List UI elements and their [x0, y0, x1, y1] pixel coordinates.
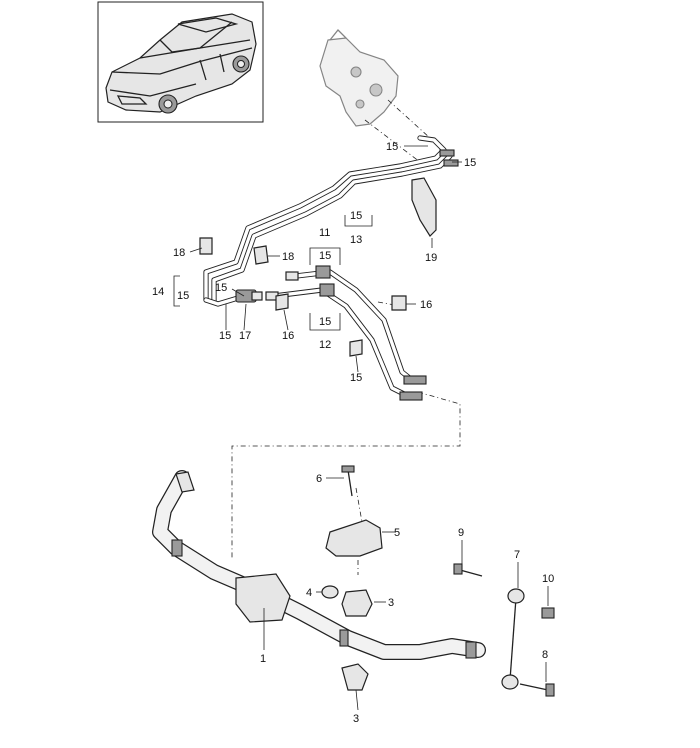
callout-4: 4 — [306, 587, 312, 599]
callout-12-sub: 15 — [319, 316, 331, 328]
connection-line — [355, 487, 363, 523]
callout-7: 7 — [514, 549, 520, 561]
callout-9: 9 — [458, 527, 464, 539]
connection-line — [387, 99, 431, 139]
callout-17: 17 — [239, 330, 251, 342]
stabilizer-motor — [235, 573, 291, 623]
nut-10 — [541, 607, 555, 619]
callout-16: 16 — [420, 299, 432, 311]
screw-6 — [347, 469, 353, 497]
hydraulic-line-13 — [203, 135, 459, 305]
callout-13-sub: 15 — [350, 210, 362, 222]
bracket-5 — [325, 519, 383, 557]
callout-5: 5 — [394, 527, 400, 539]
car-illustration — [105, 13, 257, 114]
callout-3: 3 — [388, 597, 394, 609]
callout-14: 14 — [152, 286, 164, 298]
screw-8 — [519, 683, 549, 691]
clamp-4 — [321, 585, 339, 599]
coupling-rod-7 — [501, 588, 525, 690]
callout-11: 11 — [319, 227, 330, 239]
connection-line — [377, 301, 401, 307]
callout-10: 10 — [542, 573, 554, 585]
clip-15 — [349, 339, 363, 357]
bracket-19 — [411, 177, 437, 237]
bushing-3 — [341, 589, 373, 617]
clip-18 — [199, 237, 213, 255]
callout-13: 13 — [350, 234, 362, 246]
callout-6: 6 — [316, 473, 322, 485]
hoses-11-12 — [265, 265, 427, 401]
clip-18 — [253, 245, 269, 265]
connection-line — [231, 391, 461, 560]
callout-16: 16 — [282, 330, 294, 342]
leader-lines — [173, 145, 549, 711]
callout-18: 18 — [282, 251, 294, 263]
callout-15: 15 — [219, 330, 231, 342]
callout-15: 15 — [350, 372, 362, 384]
stabilizer-bar — [152, 470, 486, 660]
callout-11-sub: 15 — [319, 250, 331, 262]
callout-8: 8 — [542, 649, 548, 661]
callout-3: 3 — [353, 713, 359, 725]
callout-12: 12 — [319, 339, 331, 351]
callout-15: 15 — [215, 282, 227, 294]
callout-15: 15 — [386, 141, 398, 153]
callout-14-sub: 15 — [177, 290, 189, 302]
clip-16 — [275, 293, 289, 311]
hydraulic-line-14 — [203, 289, 263, 307]
bushing-3-lower — [341, 663, 369, 691]
callout-19: 19 — [425, 252, 437, 264]
steering-gear-ghost — [319, 29, 399, 127]
callout-15: 15 — [464, 157, 476, 169]
callout-1: 1 — [260, 653, 266, 665]
clip-16 — [391, 295, 407, 311]
screw-9 — [459, 569, 483, 577]
vehicle-inset — [97, 1, 264, 123]
callout-18: 18 — [173, 247, 185, 259]
